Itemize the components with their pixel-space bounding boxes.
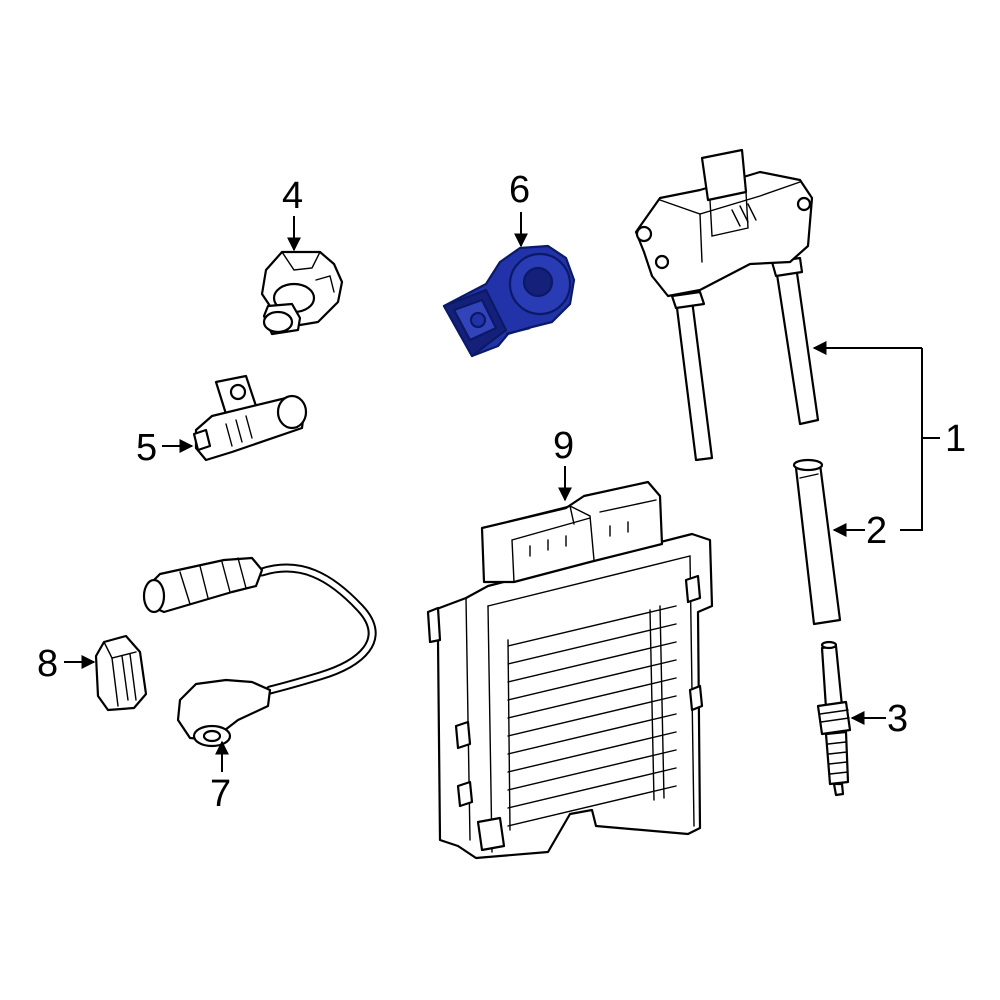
- callout-3[interactable]: 3: [887, 698, 908, 740]
- knock-sensor-with-harness[interactable]: [142, 556, 377, 748]
- crankshaft-position-sensor[interactable]: [192, 374, 308, 462]
- ignition-coil[interactable]: [634, 148, 820, 462]
- callout-2[interactable]: 2: [866, 510, 887, 552]
- spark-plug[interactable]: [816, 640, 852, 797]
- callout-6[interactable]: 6: [509, 169, 530, 211]
- callout-7[interactable]: 7: [210, 773, 231, 815]
- engine-control-module[interactable]: [426, 480, 714, 860]
- callout-1[interactable]: 1: [945, 418, 966, 460]
- callout-8[interactable]: 8: [37, 643, 58, 685]
- connector-cap[interactable]: [94, 634, 148, 712]
- callout-4[interactable]: 4: [282, 175, 303, 217]
- camshaft-position-sensor[interactable]: [260, 250, 344, 336]
- knock-sensor-highlighted[interactable]: [442, 244, 576, 358]
- callout-5[interactable]: 5: [136, 427, 157, 469]
- coil-boot[interactable]: [792, 458, 842, 626]
- callout-9[interactable]: 9: [553, 425, 574, 467]
